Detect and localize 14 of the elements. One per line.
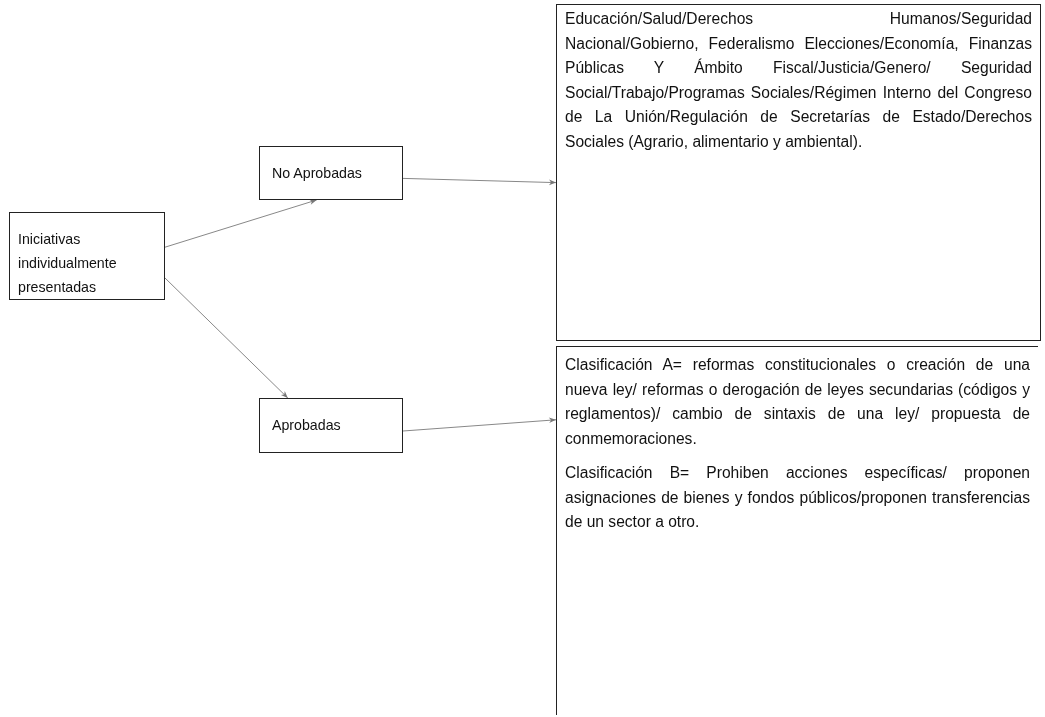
- box-text: Aprobadas: [272, 416, 342, 435]
- arrow: [402, 177, 557, 186]
- arrow: [164, 277, 289, 399]
- box-text: Clasificación A= reformas constitucionales o creación de una nueva ley/ reformas o derogación de leyes secundarias (códigos y reglamentos)/ cambio de sintaxis de una ley/ propuesta de conmemoraciones.: [565, 355, 1030, 449]
- text-box: [259, 146, 403, 200]
- box-text: No Aprobadas: [272, 164, 363, 183]
- text-box: [556, 4, 1041, 341]
- box-text: Educación/Salud/Derechos Humanos/Seguridad Nacional/Gobierno, Federalismo Elecciones/Economía, Finanzas Públicas Y Ámbito Fiscal/Justicia/Genero/ Seguridad Social/Trabajo/Programas Sociales/Régimen Interno del Congreso de La Unión/Regulación de Secretarías de Estado/Derechos Sociales (Agrario, alimentario y ambiental).: [565, 9, 1032, 152]
- arrow: [164, 199, 318, 248]
- box-text: Clasificación B= Prohiben acciones específicas/ proponen asignaciones de bienes y fondos públicos/proponen transferencias de un sector a otro.: [565, 463, 1030, 532]
- arrow: [402, 417, 557, 432]
- box-text: Iniciativas individualmente presentadas: [18, 230, 118, 297]
- text-box: [9, 212, 165, 300]
- text-box: [259, 398, 403, 453]
